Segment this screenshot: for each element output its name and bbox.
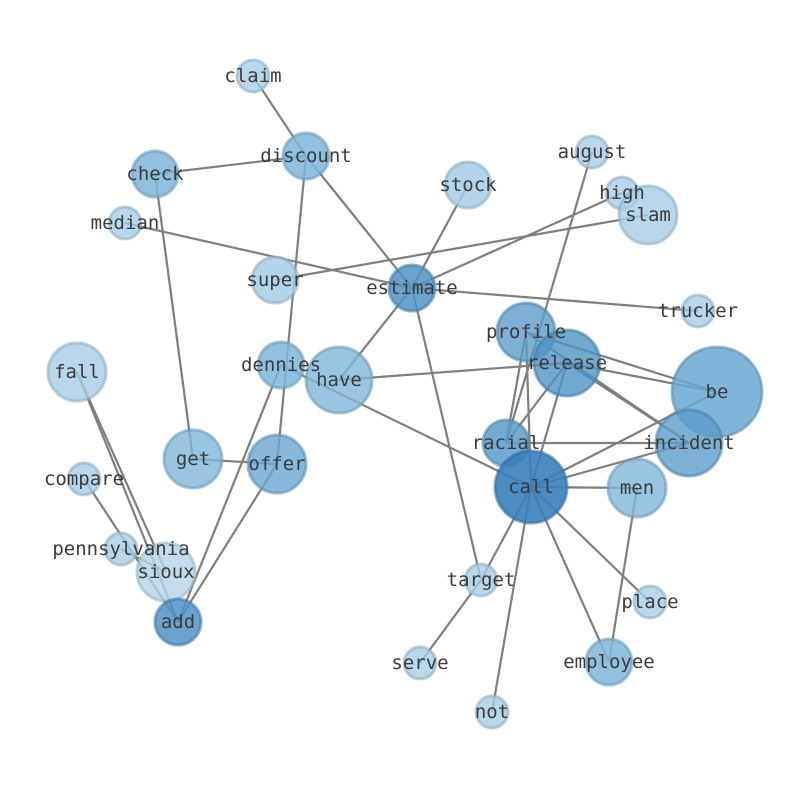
edge-check-discount bbox=[154, 154, 307, 176]
node-label-serve: serve bbox=[391, 652, 448, 674]
node-layer bbox=[46, 58, 764, 730]
edge-high-estimate bbox=[411, 191, 623, 290]
node-incident bbox=[654, 408, 724, 478]
edge-discount-estimate bbox=[305, 155, 413, 289]
node-slam bbox=[617, 184, 679, 246]
node-fall bbox=[46, 341, 108, 403]
node-label-incident: incident bbox=[643, 432, 735, 454]
node-compare bbox=[66, 461, 102, 497]
node-stock bbox=[443, 160, 493, 210]
edge-call-not bbox=[490, 486, 533, 713]
node-august bbox=[574, 134, 610, 170]
node-label-discount: discount bbox=[260, 145, 352, 167]
node-label-add: add bbox=[161, 611, 195, 633]
node-label-sioux: sioux bbox=[137, 561, 194, 583]
node-not bbox=[474, 694, 510, 730]
edge-discount-offer bbox=[275, 155, 308, 465]
node-employee bbox=[584, 637, 634, 687]
node-trucker bbox=[680, 293, 716, 329]
node-add bbox=[153, 597, 203, 647]
node-label-high: high bbox=[599, 182, 645, 204]
node-label-check: check bbox=[126, 163, 184, 185]
node-super bbox=[250, 255, 300, 305]
node-label-dennies: dennies bbox=[241, 354, 321, 376]
node-label-compare: compare bbox=[44, 468, 124, 490]
node-claim bbox=[235, 58, 271, 94]
label-layer: claimdiscountcheckmedianstockaugusthighs… bbox=[44, 65, 738, 723]
edge-fall-sioux bbox=[75, 371, 168, 573]
node-label-median: median bbox=[91, 212, 160, 234]
node-men bbox=[606, 457, 668, 519]
node-label-call: call bbox=[508, 476, 554, 498]
node-pennsylvania bbox=[103, 531, 139, 567]
node-label-stock: stock bbox=[439, 174, 497, 196]
node-label-not: not bbox=[475, 701, 509, 723]
node-dennies bbox=[256, 340, 306, 390]
node-label-estimate: estimate bbox=[366, 277, 458, 299]
node-discount bbox=[281, 131, 331, 181]
node-label-be: be bbox=[706, 381, 729, 403]
node-place bbox=[632, 584, 668, 620]
node-label-racial: racial bbox=[472, 432, 541, 454]
node-label-trucker: trucker bbox=[658, 300, 738, 322]
node-serve bbox=[402, 645, 438, 681]
edge-slam-super bbox=[274, 213, 649, 282]
node-label-release: release bbox=[527, 352, 607, 374]
node-label-slam: slam bbox=[625, 204, 671, 226]
node-label-target: target bbox=[447, 569, 516, 591]
node-get bbox=[162, 428, 224, 490]
node-median bbox=[107, 205, 143, 241]
node-label-profile: profile bbox=[486, 321, 566, 343]
node-have bbox=[304, 345, 374, 415]
edge-offer-add bbox=[177, 463, 278, 623]
edge-median-estimate bbox=[124, 221, 413, 290]
node-label-offer: offer bbox=[248, 453, 305, 475]
node-label-have: have bbox=[316, 369, 362, 391]
node-label-super: super bbox=[246, 269, 303, 291]
node-label-pennsylvania: pennsylvania bbox=[52, 538, 189, 560]
node-estimate bbox=[387, 263, 437, 313]
node-target bbox=[463, 562, 499, 598]
node-label-claim: claim bbox=[224, 65, 281, 87]
edge-check-get bbox=[153, 173, 195, 460]
node-label-place: place bbox=[621, 591, 678, 613]
node-call bbox=[493, 449, 569, 525]
edge-estimate-trucker bbox=[411, 286, 699, 313]
node-label-employee: employee bbox=[563, 651, 655, 673]
node-offer bbox=[246, 433, 308, 495]
node-release bbox=[532, 328, 602, 398]
node-label-men: men bbox=[620, 477, 654, 499]
edge-estimate-target bbox=[410, 287, 483, 581]
node-label-get: get bbox=[176, 448, 210, 470]
node-label-fall: fall bbox=[54, 361, 100, 383]
edge-have-release bbox=[338, 361, 568, 382]
node-check bbox=[130, 149, 180, 199]
edge-august-racial bbox=[504, 151, 594, 444]
node-label-august: august bbox=[558, 141, 627, 163]
